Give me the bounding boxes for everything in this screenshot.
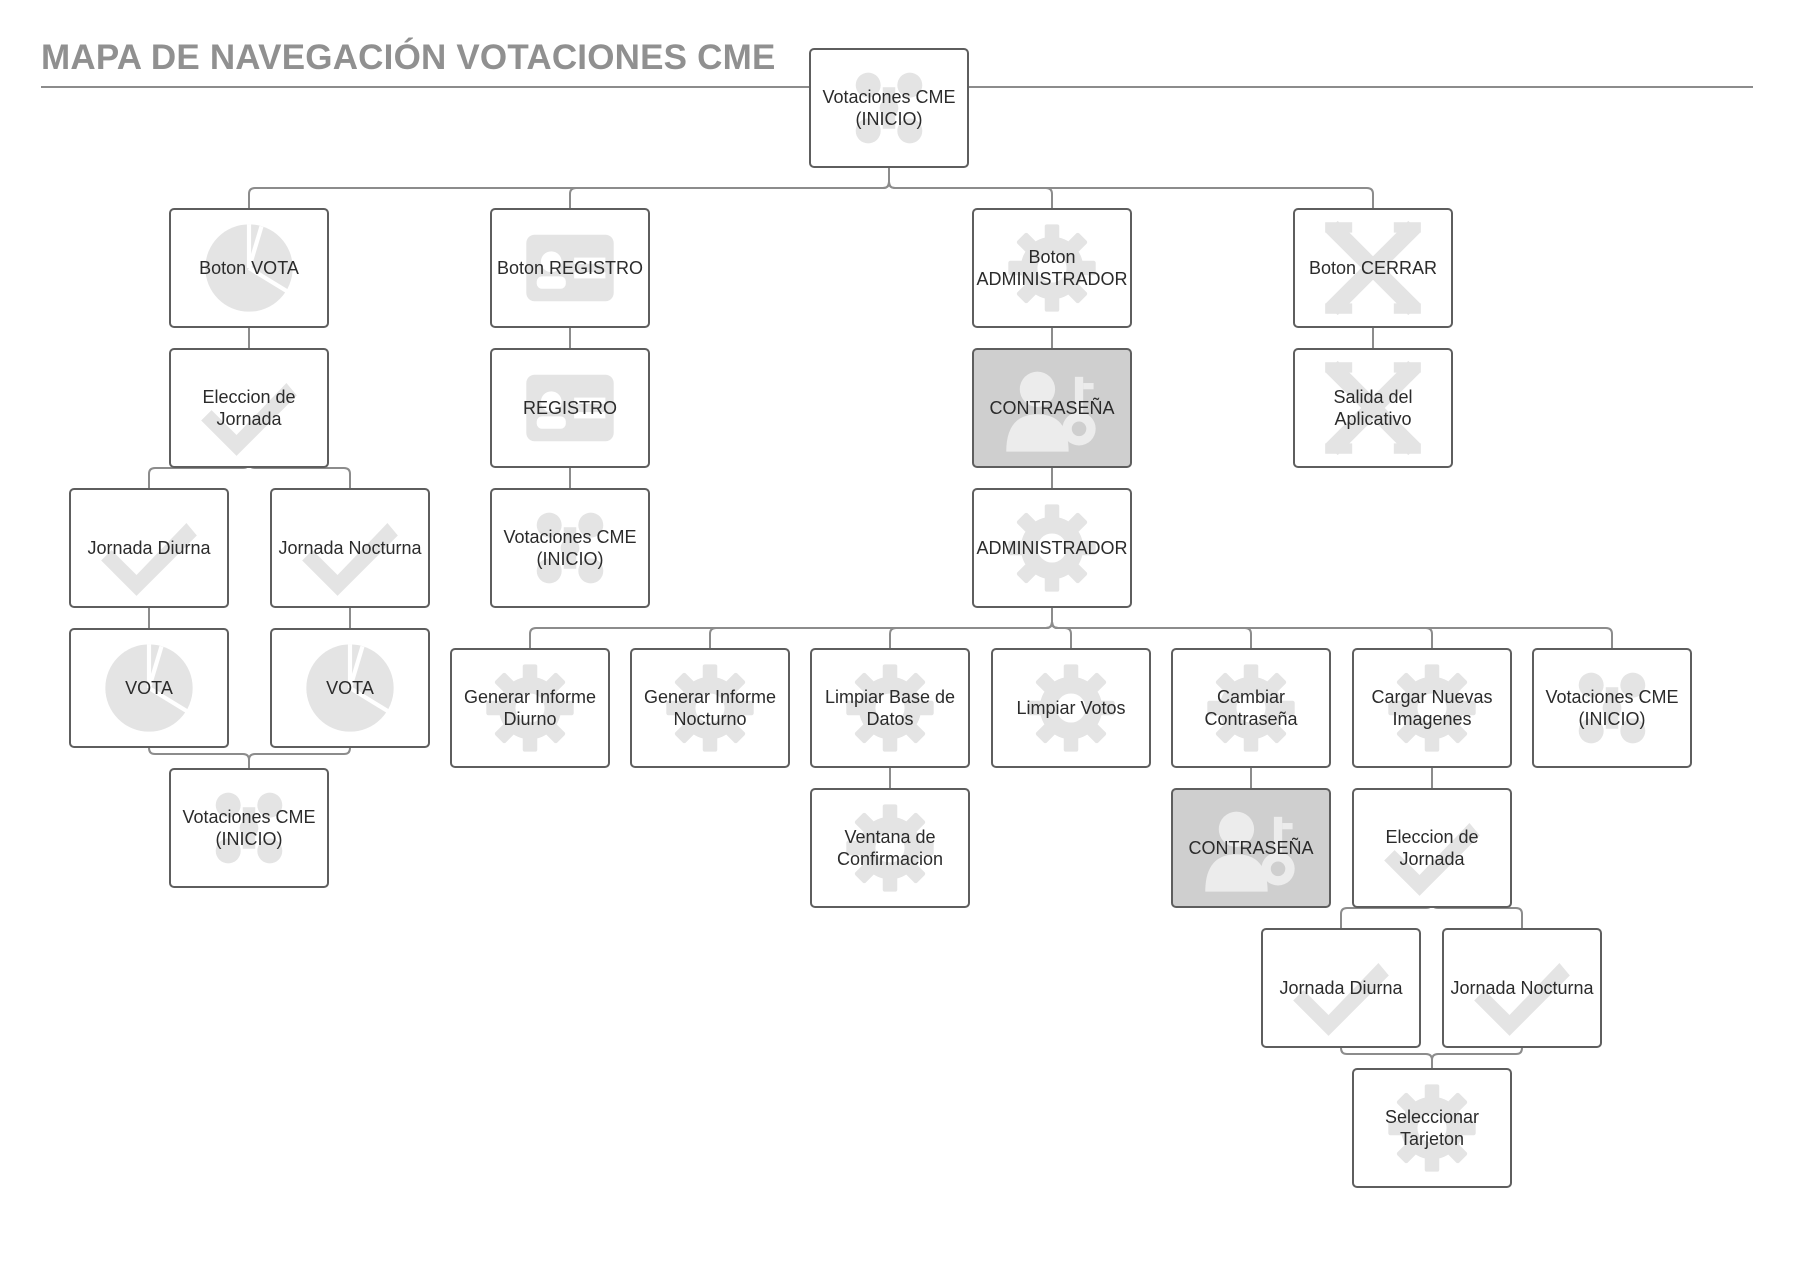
- network-icon: [811, 50, 967, 166]
- node-diurna-1[interactable]: Jornada Diurna: [69, 488, 229, 608]
- node-vota-1[interactable]: VOTA: [69, 628, 229, 748]
- node-nocturna-1[interactable]: Jornada Nocturna: [270, 488, 430, 608]
- node-label: Boton VOTA: [199, 258, 299, 278]
- checkmark-icon: [1263, 930, 1419, 1046]
- node-label: Votaciones CME(INICIO): [1545, 687, 1679, 729]
- node-inicio-registro[interactable]: Votaciones CME(INICIO): [490, 488, 650, 608]
- connector-vota-2-inicio-vota: [248, 747, 351, 768]
- node-label: Votaciones CME(INICIO): [822, 87, 956, 129]
- node-label: VOTA: [326, 678, 374, 698]
- connector-nocturna-2-seleccionar: [1431, 1047, 1523, 1068]
- close-x-icon: [1295, 350, 1451, 466]
- node-label: REGISTRO: [522, 398, 617, 418]
- node-limpiar-votos[interactable]: Limpiar Votos: [991, 648, 1151, 768]
- gear-icon: [632, 650, 788, 766]
- gear-icon: [974, 490, 1130, 606]
- pie-chart-icon: [171, 210, 327, 326]
- connector-administrador-limpiar-bd: [889, 608, 1053, 648]
- node-label: Votaciones CME(INICIO): [503, 527, 637, 569]
- node-cerrar-btn[interactable]: Boton CERRAR: [1293, 208, 1453, 328]
- node-inicio-vota[interactable]: Votaciones CME(INICIO): [169, 768, 329, 888]
- node-root[interactable]: Votaciones CME(INICIO): [809, 48, 969, 168]
- gear-icon: [1354, 650, 1510, 766]
- user-key-icon: [1173, 790, 1329, 906]
- pie-chart-icon: [272, 630, 428, 746]
- node-label: Jornada Nocturna: [278, 538, 422, 558]
- node-label: ADMINISTRADOR: [976, 538, 1128, 558]
- gear-icon: [452, 650, 608, 766]
- checkmark-icon: [171, 350, 327, 466]
- pie-chart-icon: [71, 630, 227, 746]
- gear-icon: [974, 210, 1130, 326]
- gear-icon: [812, 790, 968, 906]
- id-card-icon: [492, 350, 648, 466]
- user-key-icon: [974, 350, 1130, 466]
- node-label: Limpiar Votos: [1016, 698, 1126, 718]
- node-registro[interactable]: REGISTRO: [490, 348, 650, 468]
- connector-administrador-inicio-admin: [1051, 608, 1613, 648]
- node-label: VOTA: [125, 678, 173, 698]
- node-administrador[interactable]: ADMINISTRADOR: [972, 488, 1132, 608]
- page-title: MAPA DE NAVEGACIÓN VOTACIONES CME: [41, 38, 776, 77]
- checkmark-icon: [71, 490, 227, 606]
- node-label: Jornada Diurna: [87, 538, 211, 558]
- node-label: CONTRASEÑA: [989, 398, 1115, 418]
- node-label: Boton CERRAR: [1308, 258, 1438, 278]
- node-label: CONTRASEÑA: [1188, 838, 1314, 858]
- node-nocturna-2[interactable]: Jornada Nocturna: [1442, 928, 1602, 1048]
- connector-root-registro-btn: [569, 168, 890, 208]
- id-card-icon: [492, 210, 648, 326]
- gear-icon: [812, 650, 968, 766]
- node-vota-btn[interactable]: Boton VOTA: [169, 208, 329, 328]
- network-icon: [492, 490, 648, 606]
- gear-icon: [993, 650, 1149, 766]
- node-diurna-2[interactable]: Jornada Diurna: [1261, 928, 1421, 1048]
- node-label: Jornada Diurna: [1279, 978, 1403, 998]
- connector-diurna-2-seleccionar: [1340, 1047, 1433, 1068]
- checkmark-icon: [1444, 930, 1600, 1046]
- node-contrasena-1[interactable]: CONTRASEÑA: [972, 348, 1132, 468]
- node-vota-2[interactable]: VOTA: [270, 628, 430, 748]
- network-icon: [171, 770, 327, 886]
- gear-icon: [1354, 1070, 1510, 1186]
- node-inicio-admin[interactable]: Votaciones CME(INICIO): [1532, 648, 1692, 768]
- node-label: Votaciones CME(INICIO): [182, 807, 316, 849]
- connector-root-cerrar-btn: [888, 168, 1374, 208]
- node-label: Boton REGISTRO: [496, 258, 644, 278]
- checkmark-icon: [1354, 790, 1510, 906]
- gear-icon: [1173, 650, 1329, 766]
- node-contrasena-2[interactable]: CONTRASEÑA: [1171, 788, 1331, 908]
- node-registro-btn[interactable]: Boton REGISTRO: [490, 208, 650, 328]
- connector-vota-1-inicio-vota: [148, 747, 250, 768]
- close-x-icon: [1295, 210, 1451, 326]
- checkmark-icon: [272, 490, 428, 606]
- network-icon: [1534, 650, 1690, 766]
- node-label: Jornada Nocturna: [1450, 978, 1594, 998]
